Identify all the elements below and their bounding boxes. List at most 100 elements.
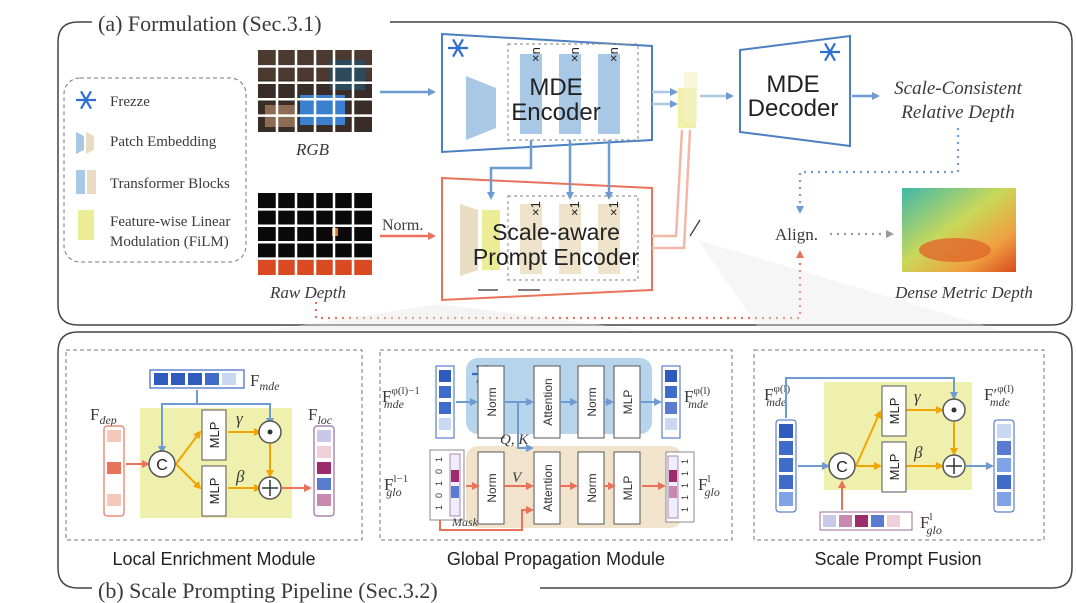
mde-decoder: MDE Decoder	[739, 34, 851, 148]
fusion-module-title: Scale Prompt Fusion	[814, 549, 981, 569]
global-f-mde-out-vector	[661, 365, 681, 439]
legend-film-line1: Feature-wise Linear	[110, 214, 230, 230]
qk-label: Q, K	[500, 432, 529, 448]
prompt-encoder-label-1: Scale-aware	[492, 219, 620, 245]
v-label: V	[512, 470, 523, 486]
output-bit: 1	[680, 483, 690, 488]
norm-label: Norm.	[382, 217, 423, 234]
mask-label: Mask	[451, 515, 479, 529]
output-bit: 1	[680, 507, 690, 512]
top-attention-block	[533, 365, 561, 439]
fusion-out-vector	[993, 419, 1015, 513]
bottom-norm-block	[577, 451, 605, 525]
f-dep-label: Fdep	[90, 405, 117, 427]
dense-metric-depth-image	[902, 188, 1016, 272]
mde-encoder: MDE Encoder ×n ×n ×n	[441, 32, 653, 154]
global-f-mde-in-vector	[435, 365, 455, 439]
svg-text:C: C	[156, 457, 168, 474]
bottom-mlp-label: MLP	[621, 476, 635, 501]
mask-bit: 0	[434, 493, 444, 498]
top-mlp-block	[613, 365, 641, 439]
encoder-repeat-1: ×n	[528, 47, 543, 62]
global-f-mde-out-label: Fφ(l)mde	[684, 385, 711, 411]
rgb-label: RGB	[295, 140, 330, 159]
fusion-concat-icon	[828, 452, 856, 480]
prompt-repeat-2: ×1	[567, 201, 582, 216]
mask-bit: 0	[434, 469, 444, 474]
raw-depth-image	[258, 193, 372, 275]
film-icon	[78, 210, 94, 240]
mlp-beta-label: MLP	[207, 478, 222, 505]
fusion-in-vector	[775, 419, 797, 513]
svg-text:β: β	[235, 467, 245, 486]
f-dep-vector	[103, 425, 125, 517]
bottom-norm-label: Norm	[585, 473, 599, 502]
encoder-repeat-3: ×n	[606, 47, 621, 62]
mask-bit: 1	[434, 457, 444, 462]
global-module-title: Global Propagation Module	[447, 549, 665, 569]
encoder-repeat-2: ×n	[567, 47, 582, 62]
output-bit: 1	[680, 495, 690, 500]
encoder-label-1: MDE	[529, 74, 582, 101]
mask-bit: 1	[434, 505, 444, 510]
decoder-label-2: Decoder	[748, 95, 839, 122]
top-mlp-label: MLP	[621, 390, 635, 415]
fusion-glo-vector	[819, 511, 913, 531]
section-b: (b) Scale Prompting Pipeline (Sec.3.2) F…	[57, 331, 1073, 603]
mask-bit: 1	[434, 481, 444, 486]
fusion-f-out-label: F′φ(l)mde	[984, 383, 1014, 409]
mlp-gamma-label: MLP	[207, 422, 222, 449]
prompt-repeat-3: ×1	[606, 201, 621, 216]
section-b-title: (b) Scale Prompting Pipeline (Sec.3.2)	[98, 578, 438, 603]
prompt-encoder: Scale-aware Prompt Encoder ×1 ×1 ×1	[441, 176, 653, 302]
concat-icon	[148, 450, 176, 478]
patch-embedding-icon	[76, 132, 94, 154]
f-mde-label: Fmde	[250, 371, 280, 393]
f-loc-vector	[313, 425, 335, 517]
legend-patch-embedding: Patch Embedding	[110, 134, 217, 150]
legend-film-line2: Modulation (FiLM)	[110, 234, 229, 250]
legend-transformer-blocks: Transformer Blocks	[110, 176, 230, 192]
top-norm-label: Norm	[585, 387, 599, 416]
relative-depth-label: Relative Depth	[900, 102, 1014, 123]
decoder-snowflake-icon	[820, 42, 840, 62]
encoder-label-2: Encoder	[511, 99, 600, 126]
rgb-image	[258, 50, 372, 132]
top-norm-block	[477, 365, 505, 439]
raw-depth-label: Raw Depth	[269, 283, 346, 302]
glo-out-vector: 1 1 1 1 1	[665, 451, 695, 523]
bottom-norm-label: Norm	[485, 473, 499, 502]
legend: Frezze Patch Embedding Transformer Block…	[63, 77, 247, 263]
f-mde-vector	[149, 369, 245, 389]
local-module-title: Local Enrichment Module	[112, 549, 315, 569]
bottom-attention-block	[533, 451, 561, 525]
output-bit: 1	[680, 471, 690, 476]
svg-text:MLP: MLP	[887, 398, 902, 425]
scale-consistent-label: Scale-Consistent	[894, 78, 1022, 99]
mask-vector: 1 0 1 0 1	[429, 449, 465, 521]
svg-text:γ: γ	[914, 387, 922, 406]
section-a-title: (a) Formulation (Sec.3.1)	[98, 11, 322, 36]
prompt-encoder-label-2: Prompt Encoder	[473, 244, 640, 270]
snowflake-icon	[76, 90, 96, 110]
bottom-norm-block	[477, 451, 505, 525]
output-bit: 1	[680, 459, 690, 464]
legend-frozen: Frezze	[110, 94, 150, 110]
section-a: (a) Formulation (Sec.3.1) Frezze Patch E…	[57, 11, 1073, 330]
transformer-blocks-icon	[76, 170, 96, 194]
f-loc-label: Floc	[308, 405, 333, 427]
svg-text:β: β	[913, 443, 923, 462]
bottom-attention-label: Attention	[541, 464, 555, 511]
merge-film	[678, 72, 698, 128]
local-enrichment-module: Fmde Fdep Floc	[65, 349, 363, 569]
top-norm-label: Norm	[485, 387, 499, 416]
decoder-label-1: MDE	[766, 71, 819, 98]
encoder-snowflake-icon	[448, 38, 468, 58]
